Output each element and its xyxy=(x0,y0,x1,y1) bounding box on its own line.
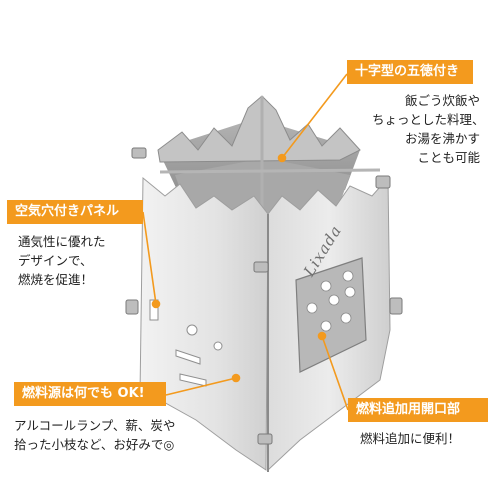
callout-tag-vent-panel: 空気穴付きパネル xyxy=(7,200,143,224)
callout-tag-fuel: 燃料源は何でも OK! xyxy=(14,382,166,406)
fuel-opening xyxy=(295,257,367,373)
opening-holes xyxy=(306,270,356,332)
callout-note-vent-panel: 通気性に優れた デザインで、 燃焼を促進！ xyxy=(18,232,106,289)
note-line: 燃料追加に便利！ xyxy=(360,431,461,446)
note-line: お湯を沸かす xyxy=(404,131,480,146)
note-line: デザインで、 xyxy=(18,253,93,268)
note-line: 通気性に優れた xyxy=(18,234,106,249)
note-line: ちょっとした料理、 xyxy=(372,112,485,127)
callout-note-fuel: アルコールランプ、薪、炭や 拾った小枝など、お好みで◎ xyxy=(14,416,175,454)
note-line: アルコールランプ、薪、炭や xyxy=(14,418,176,433)
note-line: 燃焼を促進！ xyxy=(18,272,94,287)
cross-stand-rod-2 xyxy=(159,168,381,174)
left-panel xyxy=(139,176,269,471)
callout-note-fuel-opening: 燃料追加に便利！ xyxy=(360,429,460,448)
edge-clips xyxy=(125,147,403,445)
callout-leaders xyxy=(142,73,349,411)
note-line: 拾った小枝など、お好みで◎ xyxy=(14,437,175,452)
callout-note-cross-stand: 飯ごう炊飯や ちょっとした料理、 お湯を沸かす ことも可能 xyxy=(372,91,485,167)
note-line: 飯ごう炊飯や xyxy=(404,93,480,108)
callout-tag-cross-stand: 十字型の五徳付き xyxy=(347,60,473,84)
callout-tag-fuel-opening: 燃料追加用開口部 xyxy=(348,398,488,422)
note-line: ことも可能 xyxy=(417,150,480,165)
crown-spikes xyxy=(157,95,361,163)
